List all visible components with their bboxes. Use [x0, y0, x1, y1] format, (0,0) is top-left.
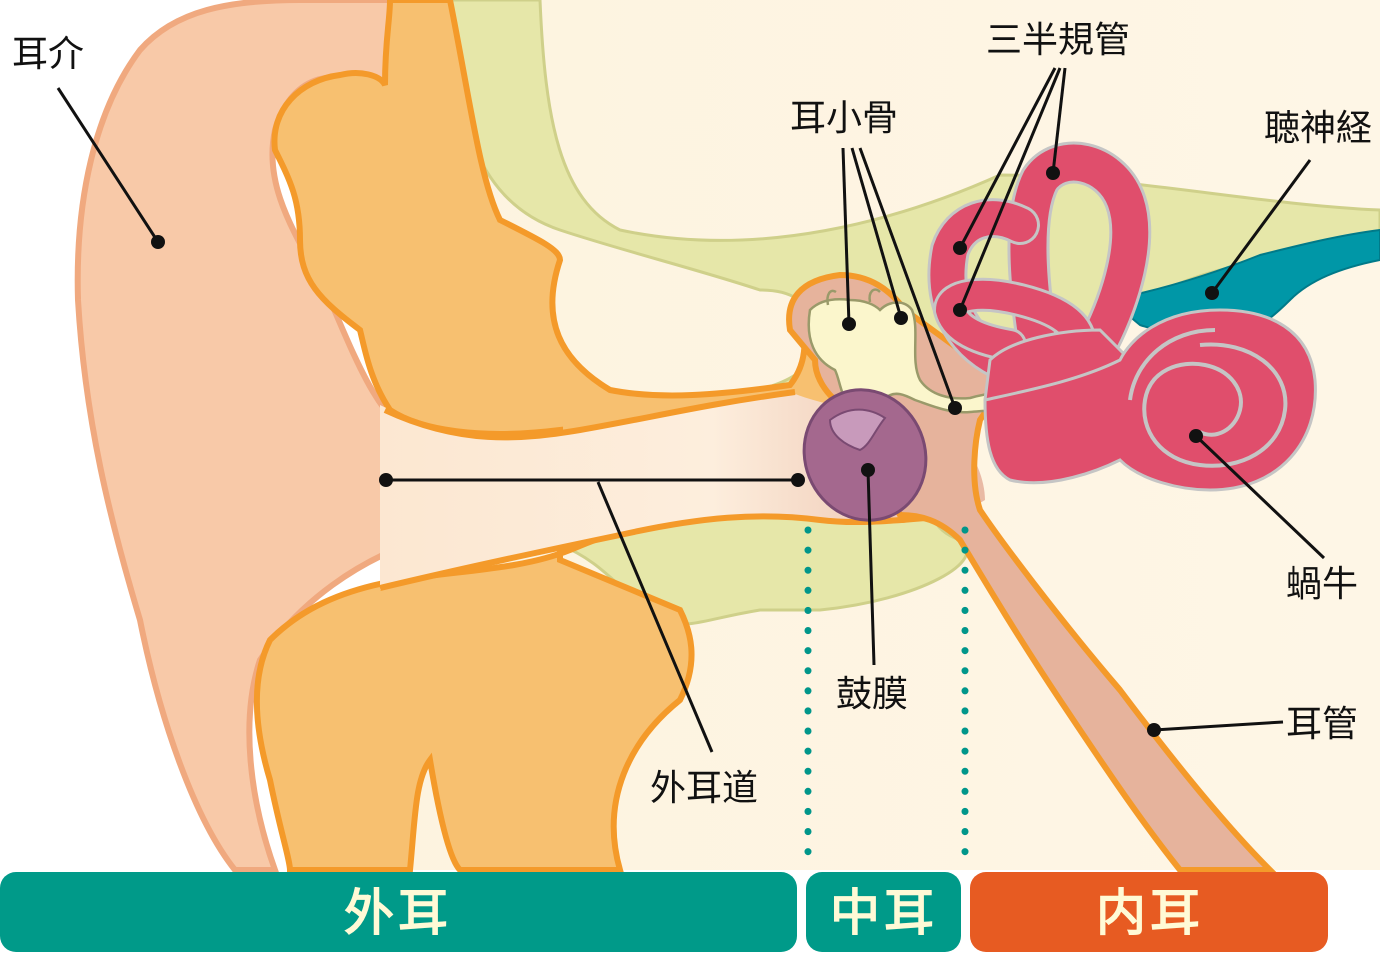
label-ossicles: 耳小骨	[790, 98, 898, 139]
label-ear-canal: 外耳道	[650, 768, 758, 809]
label-pinna: 耳介	[12, 34, 84, 75]
label-auditory-nerve: 聴神経	[1264, 108, 1372, 149]
label-middle-ear: 中耳	[830, 884, 938, 942]
label-eardrum: 鼓膜	[836, 674, 908, 715]
label-inner-ear: 内耳	[1096, 884, 1204, 942]
label-cochlea: 蝸牛	[1286, 564, 1358, 605]
label-outer-ear: 外耳	[344, 884, 452, 942]
label-semicircular-canals: 三半規管	[986, 20, 1130, 61]
label-eustachian-tube: 耳管	[1286, 704, 1358, 745]
